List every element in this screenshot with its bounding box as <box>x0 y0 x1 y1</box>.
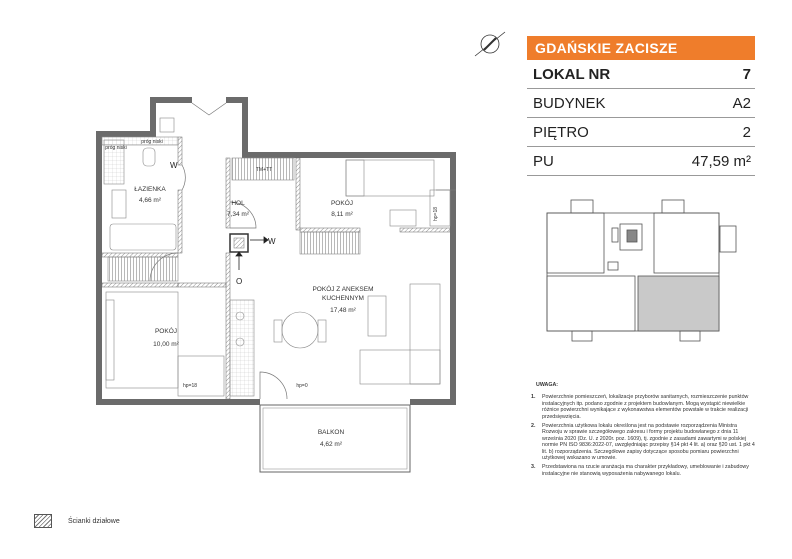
info-value: 2 <box>742 123 751 141</box>
ventilation-label: W <box>170 161 178 170</box>
info-value: A2 <box>732 94 751 112</box>
partition-walls <box>101 136 451 400</box>
arrow-icon <box>235 236 269 270</box>
living-area: 17,48 m² <box>330 307 356 314</box>
note-number: 2. <box>531 423 536 430</box>
compass-icon <box>474 31 506 57</box>
info-label: PU <box>533 152 554 170</box>
shaft-label: O <box>236 277 242 286</box>
info-label: PIĘTRO <box>533 123 589 141</box>
brand-header: GDAŃSKIE ZACISZE <box>527 36 755 60</box>
note-item: 2. Powierzchnia użytkowa lokalu określon… <box>531 423 757 461</box>
wardrobe-label: TM+TT <box>256 167 272 173</box>
notes-section: UWAGA: 1. Powierzchnie pomieszczeń, loka… <box>531 382 757 480</box>
note-number: 3. <box>531 464 536 471</box>
legend: Ścianki działowe <box>34 514 120 528</box>
hall-name: HOL <box>231 200 245 207</box>
note-text: Powierzchnia użytkowa lokalu określona j… <box>542 423 755 462</box>
threshold-height-label: hp=0 <box>296 383 307 389</box>
apartment-info-panel: GDAŃSKIE ZACISZE LOKAL NR 7 BUDYNEK A2 P… <box>527 36 755 176</box>
note-text: Przedstawiona na rzucie aranżacja ma cha… <box>542 464 749 477</box>
note-item: 1. Powierzchnie pomieszczeń, lokalizacje… <box>531 394 757 420</box>
bathroom-name: ŁAZIENKA <box>134 186 166 193</box>
furniture <box>105 157 451 397</box>
hall-area: 7,34 m² <box>227 211 250 218</box>
legend-label: Ścianki działowe <box>68 517 120 525</box>
info-row-pietro: PIĘTRO 2 <box>527 118 755 147</box>
note-number: 1. <box>531 394 536 401</box>
room-large-name: POKÓJ <box>155 326 177 335</box>
notes-title: UWAGA: <box>536 382 559 388</box>
balcony <box>259 404 411 473</box>
threshold-label: próg niski <box>141 139 162 145</box>
room-large-area: 10,00 m² <box>153 341 179 348</box>
room-small-area: 8,11 m² <box>331 211 353 218</box>
note-item: 3. Przedstawiona na rzucie aranżacja ma … <box>531 464 757 477</box>
threshold-height-label: hp=18 <box>433 207 439 221</box>
ventilation-label: W <box>268 237 276 246</box>
info-row-lokal: LOKAL NR 7 <box>527 60 755 89</box>
building-key-plan <box>546 199 737 342</box>
note-text: Powierzchnie pomieszczeń, lokalizacje pr… <box>542 394 749 420</box>
info-value: 47,59 m² <box>691 152 751 170</box>
balcony-area: 4,62 m² <box>320 441 343 448</box>
bathroom-area: 4,66 m² <box>139 197 162 204</box>
bathroom-fixtures <box>101 117 179 251</box>
info-label: BUDYNEK <box>533 94 606 112</box>
room-small-name: POKÓJ <box>331 198 353 207</box>
info-row-pu: PU 47,59 m² <box>527 147 755 176</box>
threshold-label: próg niski <box>105 145 126 151</box>
partition-wall-swatch <box>34 514 52 528</box>
threshold-height-label: hp=18 <box>183 383 197 389</box>
balcony-name: BALKON <box>318 429 345 436</box>
apartment-walls <box>96 97 456 405</box>
living-name-line2: KUCHENNYM <box>322 295 364 302</box>
info-row-budynek: BUDYNEK A2 <box>527 89 755 118</box>
info-label: LOKAL NR <box>533 65 611 83</box>
living-name-line1: POKÓJ Z ANEKSEM <box>312 284 373 293</box>
info-value: 7 <box>742 65 751 83</box>
